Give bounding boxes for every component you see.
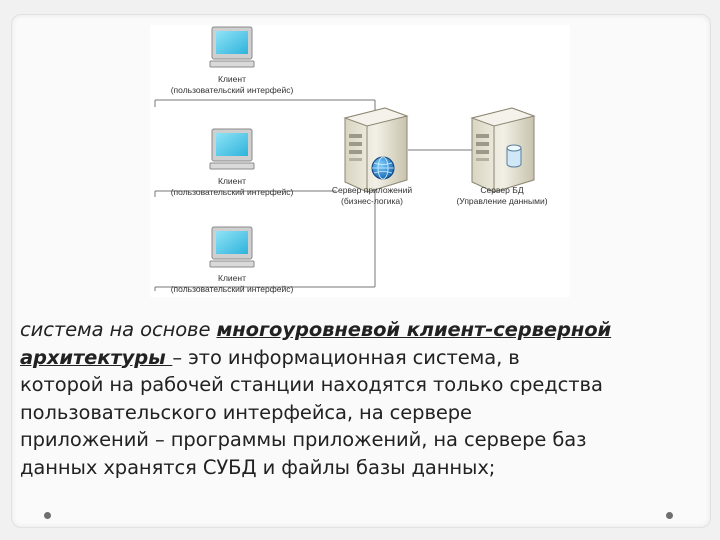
paragraph-line-5: приложений – программы приложений, на се… bbox=[20, 428, 587, 451]
client-2-subtitle: (пользовательский интерфейс) bbox=[170, 187, 294, 197]
app-server-tower bbox=[343, 107, 409, 193]
client-2-title: Клиент bbox=[218, 176, 246, 186]
definition-paragraph: система на основе многоуровневой клиент-… bbox=[20, 316, 710, 481]
definition-rest-line-2: – это информационная система, в bbox=[172, 345, 520, 369]
client-3-title: Клиент bbox=[218, 273, 246, 283]
connection-lines bbox=[154, 99, 472, 291]
db-server-subtitle: (Управление данными) bbox=[456, 196, 548, 206]
database-cylinder-icon bbox=[506, 144, 522, 168]
diagram-canvas bbox=[154, 26, 536, 291]
db-server-title: Сервер БД bbox=[480, 185, 524, 195]
definition-term-part-2: архитектуры bbox=[20, 345, 173, 369]
paragraph-line-6: данных хранятся СУБД и файлы базы данных… bbox=[20, 455, 496, 479]
app-server-subtitle: (бизнес-логика) bbox=[341, 196, 403, 206]
bullet-dot-right bbox=[666, 512, 673, 519]
app-server-title: Сервер приложений bbox=[331, 185, 413, 195]
db-server-tower bbox=[470, 107, 536, 193]
client-3-monitor bbox=[209, 226, 255, 268]
definition-lead: система на основе bbox=[20, 318, 217, 341]
paragraph-line-1: система на основе многоуровневой клиент-… bbox=[20, 316, 710, 344]
globe-icon bbox=[371, 156, 395, 180]
client-2-monitor bbox=[209, 128, 255, 170]
paragraph-line-2: архитектуры – это информационная система… bbox=[20, 344, 710, 372]
client-3-subtitle: (пользовательский интерфейс) bbox=[170, 284, 294, 294]
paragraph-line-3: которой на рабочей станции находятся тол… bbox=[20, 373, 603, 396]
client-1-monitor bbox=[209, 26, 255, 68]
paragraph-line-4: пользовательского интерфейса, на сервере bbox=[20, 400, 472, 424]
definition-term-part-1: многоуровневой клиент-серверной bbox=[216, 318, 612, 341]
client-1-title: Клиент bbox=[218, 74, 246, 84]
client-1-subtitle: (пользовательский интерфейс) bbox=[170, 85, 294, 95]
bullet-dot-left bbox=[44, 512, 51, 519]
architecture-diagram: Клиент (пользовательский интерфейс) Клие… bbox=[150, 25, 570, 297]
